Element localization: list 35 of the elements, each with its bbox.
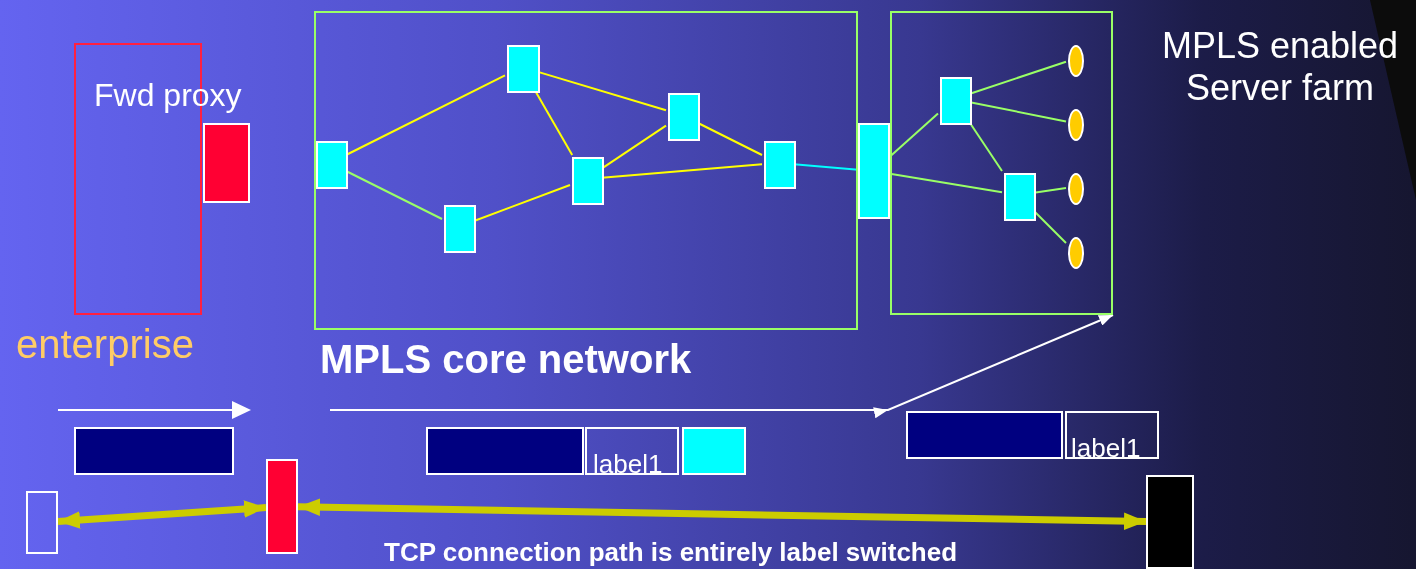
- arrow: [329, 314, 1114, 418]
- group-title: MPLS core network: [320, 337, 692, 382]
- server-node: [1068, 237, 1084, 269]
- router-block: [572, 157, 604, 205]
- packet-block: [426, 427, 584, 475]
- label-block: [682, 427, 746, 475]
- label-block: [1065, 411, 1159, 459]
- proxy-block: [266, 459, 298, 554]
- link-line: [889, 172, 1003, 194]
- link-line: [969, 122, 1003, 172]
- group-title: MPLS enabled Server farm: [1160, 25, 1400, 110]
- server-node: [1068, 173, 1084, 205]
- double-arrow: [57, 500, 267, 529]
- server-block: [1146, 475, 1194, 569]
- router-block: [858, 123, 890, 219]
- router-block: [444, 205, 476, 253]
- router-block: [940, 77, 972, 125]
- host-block: [26, 491, 58, 554]
- node-caption: enterprise: [16, 322, 194, 367]
- caption-text: TCP connection path is entirely label switched: [384, 537, 958, 568]
- server-node: [1068, 109, 1084, 141]
- packet-block: [906, 411, 1063, 459]
- router-block: [764, 141, 796, 189]
- router-block: [668, 93, 700, 141]
- node-label: label1: [1071, 433, 1141, 464]
- router-block: [1004, 173, 1036, 221]
- proxy-block: [203, 123, 250, 203]
- packet-block: [74, 427, 234, 475]
- router-block: [316, 141, 348, 189]
- link-line: [889, 112, 939, 158]
- double-arrow: [297, 498, 1147, 530]
- node-label: label1: [593, 449, 663, 480]
- label-block: [585, 427, 679, 475]
- server-node: [1068, 45, 1084, 77]
- router-block: [507, 45, 540, 93]
